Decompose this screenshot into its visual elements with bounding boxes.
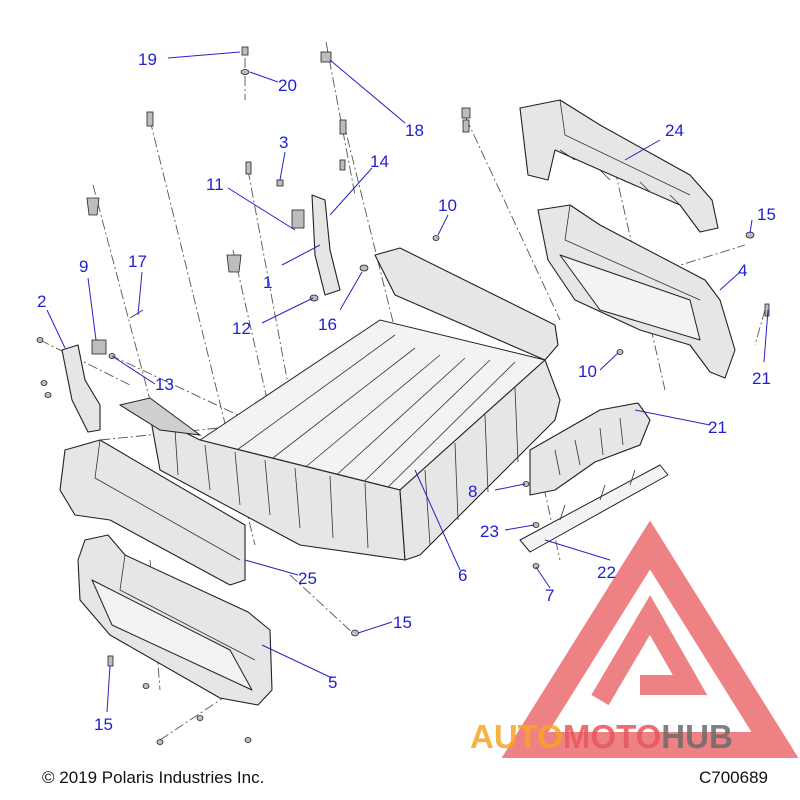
callout-25: 25: [298, 569, 317, 588]
part-2-upright-bracket: [61, 344, 101, 433]
callout-10-upper: 10: [438, 196, 457, 215]
hardware-fasteners: [36, 46, 770, 745]
part-22-plate: [519, 464, 669, 553]
part-5-lower-front-panel: [77, 534, 273, 706]
callout-5: 5: [328, 673, 337, 692]
copyright-notice: © 2019 Polaris Industries Inc.: [42, 768, 265, 787]
callout-22: 22: [597, 563, 616, 582]
callout-15-left: 15: [94, 715, 113, 734]
callout-1: 1: [263, 273, 272, 292]
watermark-word-hub: HUB: [661, 718, 733, 755]
callout-2: 2: [37, 292, 46, 311]
callout-14: 14: [370, 152, 389, 171]
callout-11: 11: [206, 175, 224, 194]
callout-6: 6: [458, 566, 467, 585]
callout-23: 23: [480, 522, 499, 541]
watermark-wordmark: AUTOMOTOHUB: [470, 718, 733, 755]
callout-24: 24: [665, 121, 684, 140]
callout-10-lower: 10: [578, 362, 597, 381]
watermark-word-moto: MOTO: [563, 718, 661, 755]
part-4-right-side-panel: [537, 204, 736, 379]
callout-17: 17: [128, 252, 147, 271]
part-24-upper-rail: [519, 99, 719, 233]
callout-18: 18: [405, 121, 424, 140]
callout-8: 21: [708, 418, 727, 437]
callout-12: 12: [232, 319, 251, 338]
callout-3: 3: [279, 133, 288, 152]
watermark-word-auto: AUTO: [470, 718, 563, 755]
leader-lines: [46, 51, 769, 713]
callout-numbers: 19 20 18 3 14 11 1 24 15 10 9 17 2 12 16…: [37, 50, 776, 734]
callout-21-right: 21: [752, 369, 771, 388]
callout-13: 13: [155, 375, 174, 394]
callout-16: 16: [318, 315, 337, 334]
callout-7: 7: [545, 586, 554, 605]
automotohub-watermark-logo: [501, 520, 799, 758]
part-25-front-rail: [59, 439, 246, 586]
part-8-rear-bracket: [529, 402, 651, 496]
callout-9: 9: [79, 257, 88, 276]
callout-15-mid: 15: [393, 613, 412, 632]
diagram-reference-code: C700689: [698, 768, 768, 787]
callout-20: 20: [278, 76, 297, 95]
callout-15-right: 15: [757, 205, 776, 224]
part-1-upright-bracket: [311, 194, 341, 296]
part-6-cargo-box: [118, 247, 561, 561]
callout-19: 19: [138, 50, 157, 69]
callout-4: 4: [738, 261, 747, 280]
callout-21-lower: 8: [468, 482, 477, 501]
